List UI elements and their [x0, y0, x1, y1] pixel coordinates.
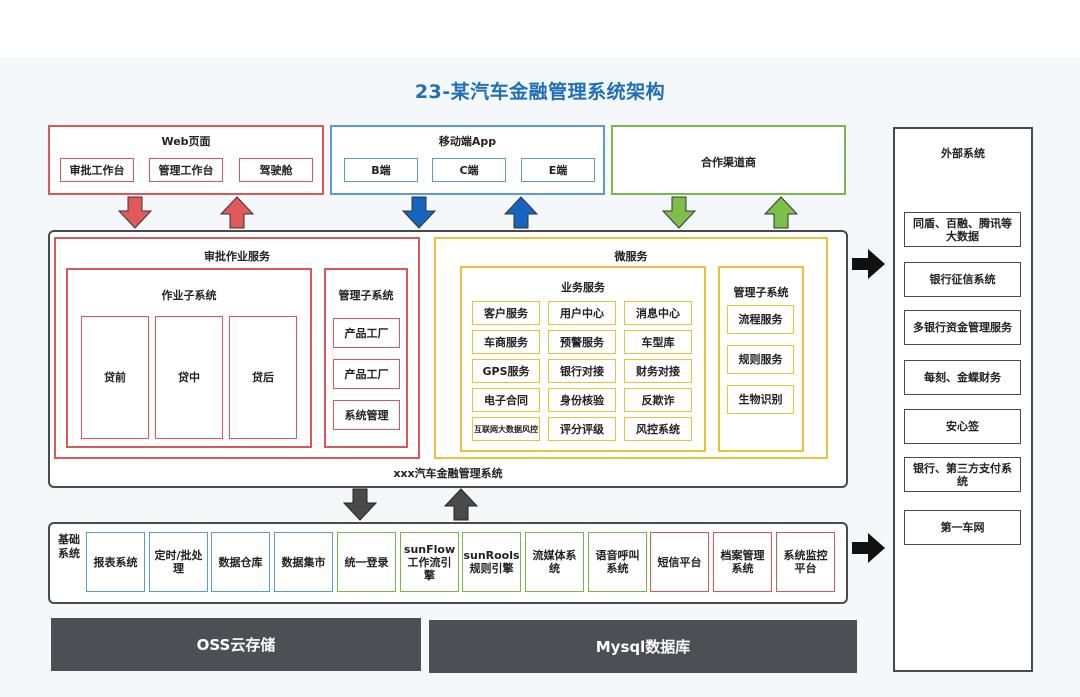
workflow-service: 流程服务 [727, 305, 794, 334]
mysql-database: Mysql数据库 [429, 620, 857, 673]
business-service-2-2: 财务对接 [624, 359, 692, 383]
post-loan: 贷后 [229, 316, 297, 439]
base-system-1: 定时/批处理 [149, 532, 208, 592]
product-factory-2: 产品工厂 [333, 359, 400, 389]
main-system-caption: xxx汽车金融管理系统 [393, 467, 503, 480]
main-to-external-arrow [852, 249, 885, 279]
business-service-1-2: 车型库 [624, 330, 692, 354]
business-service-1-1: 预警服务 [548, 330, 616, 354]
partner-channel-title: 合作渠道商 [701, 156, 756, 169]
business-services-title: 业务服务 [561, 281, 605, 294]
base-system-8: 语音呼叫系统 [588, 532, 647, 592]
external-system-5: 银行、第三方支付系统 [904, 457, 1021, 492]
mobile-up-arrow [503, 196, 539, 229]
business-service-0-0: 客户服务 [472, 301, 540, 325]
business-service-4-1: 评分评级 [548, 417, 616, 441]
business-service-2-1: 银行对接 [548, 359, 616, 383]
base-system-5: sunFlow工作流引擎 [400, 532, 459, 592]
business-service-0-1: 用户中心 [548, 301, 616, 325]
business-service-4-0: 互联网大数据风控 [472, 417, 540, 441]
cockpit: 驾驶舱 [239, 158, 313, 182]
external-system-2: 多银行资金管理服务 [904, 310, 1021, 345]
web-up-arrow [219, 196, 255, 229]
external-system-3: 每刻、金蝶财务 [904, 360, 1021, 395]
external-systems-panel: 外部系统 [893, 127, 1033, 672]
base-system-6: sunRools规则引擎 [462, 532, 521, 592]
approval-workbench: 审批工作台 [60, 158, 134, 182]
main-up-arrow [443, 488, 479, 521]
business-service-4-2: 风控系统 [624, 417, 692, 441]
partner-channel-panel: 合作渠道商 [611, 125, 846, 195]
base-systems-title: 基础系统 [58, 533, 80, 560]
business-service-2-0: GPS服务 [472, 359, 540, 383]
page-title: 23-某汽车金融管理系统架构 [414, 81, 666, 103]
micro-mgmt-subsystem-title: 管理子系统 [733, 286, 789, 299]
system-management: 系统管理 [333, 400, 400, 430]
management-workbench: 管理工作台 [149, 158, 223, 182]
base-to-external-arrow [852, 533, 885, 563]
external-system-4: 安心签 [904, 409, 1021, 444]
base-system-10: 档案管理系统 [713, 532, 772, 592]
external-systems-title: 外部系统 [941, 147, 985, 160]
web-pages-title: Web页面 [161, 135, 211, 148]
business-service-3-1: 身份核验 [548, 388, 616, 412]
business-service-3-2: 反欺诈 [624, 388, 692, 412]
e-client: E端 [521, 158, 595, 182]
c-client: C端 [432, 158, 506, 182]
web-pages-panel: Web页面 审批工作台 管理工作台 驾驶舱 [48, 125, 324, 195]
base-system-9: 短信平台 [650, 532, 709, 592]
work-subsystem-title: 作业子系统 [161, 289, 217, 302]
external-system-6: 第一车网 [904, 510, 1021, 545]
base-system-2: 数据仓库 [211, 532, 270, 592]
rule-service: 规则服务 [727, 345, 794, 374]
mobile-app-title: 移动端App [438, 135, 497, 148]
product-factory-1: 产品工厂 [333, 318, 400, 348]
partner-up-arrow [763, 196, 799, 229]
microservices-title: 微服务 [614, 250, 648, 263]
oss-storage: OSS云存储 [51, 618, 421, 671]
external-system-0: 同盾、百融、腾讯等大数据 [904, 212, 1021, 247]
mobile-app-panel: 移动端App B端 C端 E端 [330, 125, 605, 195]
mobile-down-arrow [401, 196, 437, 229]
business-service-0-2: 消息中心 [624, 301, 692, 325]
approval-mgmt-subsystem-title: 管理子系统 [338, 289, 394, 302]
base-system-3: 数据集市 [274, 532, 333, 592]
approval-service-title: 审批作业服务 [204, 250, 270, 263]
b-client: B端 [344, 158, 418, 182]
business-service-3-0: 电子合同 [472, 388, 540, 412]
base-system-7: 流媒体系统 [525, 532, 584, 592]
base-system-4: 统一登录 [337, 532, 396, 592]
pre-loan: 贷前 [81, 316, 149, 439]
biometric-service: 生物识别 [727, 385, 794, 414]
base-system-11: 系统监控平台 [776, 532, 835, 592]
in-loan: 贷中 [155, 316, 223, 439]
web-down-arrow [117, 196, 153, 229]
external-system-1: 银行征信系统 [904, 262, 1021, 297]
base-system-0: 报表系统 [86, 532, 145, 592]
main-down-arrow [342, 488, 378, 521]
partner-down-arrow [661, 196, 697, 229]
business-service-1-0: 车商服务 [472, 330, 540, 354]
